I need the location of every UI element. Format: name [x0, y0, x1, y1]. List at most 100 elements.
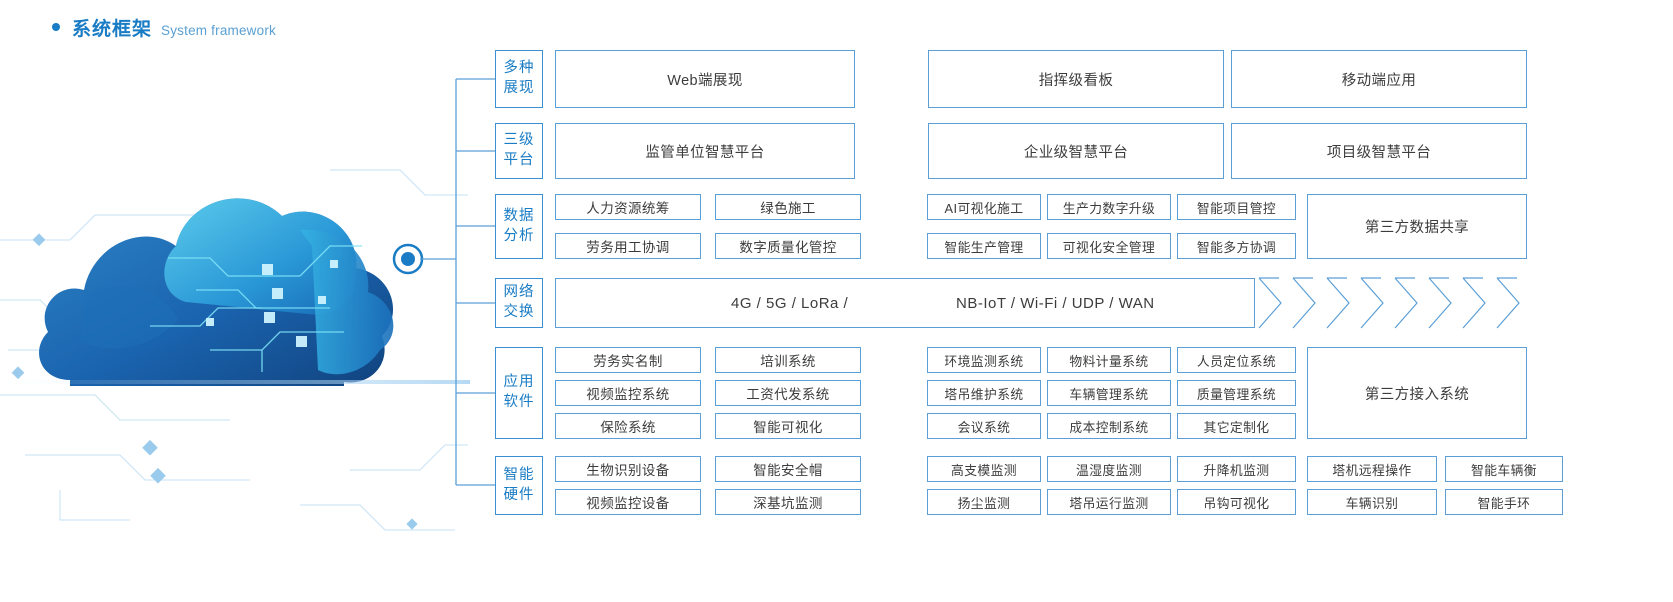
cell-tower-remote-operation[interactable]: 塔机远程操作: [1307, 456, 1437, 482]
cell-smart-wristband[interactable]: 智能手环: [1445, 489, 1563, 515]
cell-mobile-app[interactable]: 移动端应用: [1231, 50, 1527, 108]
cell-smart-project-control[interactable]: 智能项目管控: [1177, 194, 1296, 220]
cell-thirdparty-data-sharing[interactable]: 第三方数据共享: [1307, 194, 1527, 259]
page-title: 系统框架 System framework: [52, 14, 276, 41]
cell-enterprise-platform[interactable]: 企业级智慧平台: [928, 123, 1224, 179]
cell-smart-weighbridge[interactable]: 智能车辆衡: [1445, 456, 1563, 482]
row-label-line: 硬件: [503, 486, 535, 503]
cell-label: 项目级智慧平台: [1326, 144, 1432, 161]
cloud-illustration: [0, 50, 470, 590]
cell-vehicle-recognition[interactable]: 车辆识别: [1307, 489, 1437, 515]
cell-labor-coordination[interactable]: 劳务用工协调: [555, 233, 701, 259]
cell-label: 人员定位系统: [1196, 353, 1277, 369]
cell-label: 培训系统: [760, 354, 816, 369]
cell-other-customization[interactable]: 其它定制化: [1177, 413, 1296, 439]
cell-ai-visual-construction[interactable]: AI可视化施工: [927, 194, 1041, 220]
cell-label: 第三方数据共享: [1364, 220, 1470, 236]
cell-label: 车辆识别: [1345, 495, 1399, 511]
cell-green-construction[interactable]: 绿色施工: [715, 194, 861, 220]
cell-regulator-platform[interactable]: 监管单位智慧平台: [555, 123, 855, 179]
row-label-line: 交换: [503, 304, 535, 320]
cell-command-dashboard[interactable]: 指挥级看板: [928, 50, 1224, 108]
cell-label: 深基坑监测: [753, 496, 823, 511]
cell-label: 指挥级看板: [1038, 72, 1114, 89]
cell-personnel-positioning-system[interactable]: 人员定位系统: [1177, 347, 1296, 373]
cell-vehicle-management-system[interactable]: 车辆管理系统: [1047, 380, 1171, 406]
cell-label: 质量管理系统: [1196, 386, 1277, 402]
cell-training-system[interactable]: 培训系统: [715, 347, 861, 373]
cell-dust-monitoring[interactable]: 扬尘监测: [927, 489, 1041, 515]
cell-label: 其它定制化: [1203, 419, 1270, 435]
cell-cost-control-system[interactable]: 成本控制系统: [1047, 413, 1171, 439]
row-label-line: 展现: [503, 80, 535, 96]
cell-crane-maintenance-system[interactable]: 塔吊维护系统: [927, 380, 1041, 406]
cell-project-platform[interactable]: 项目级智慧平台: [1231, 123, 1527, 179]
cell-smart-visualization[interactable]: 智能可视化: [715, 413, 861, 439]
cell-label: 数字质量化管控: [739, 240, 837, 255]
cell-temp-humidity-monitoring[interactable]: 温湿度监测: [1047, 456, 1171, 482]
network-text-2: NB-IoT / Wi-Fi / UDP / WAN: [956, 294, 1155, 312]
row-label-line: 软件: [503, 394, 535, 410]
cell-thirdparty-access-system[interactable]: 第三方接入系统: [1307, 347, 1527, 439]
cell-label: 智能可视化: [753, 420, 823, 435]
cell-meeting-system[interactable]: 会议系统: [927, 413, 1041, 439]
row-label-line: 数据: [503, 207, 535, 224]
row-label-line: 多种: [503, 60, 535, 77]
cell-hoist-monitoring[interactable]: 升降机监测: [1177, 456, 1296, 482]
cell-label: 智能安全帽: [753, 463, 823, 478]
cell-label: 吊钩可视化: [1203, 495, 1270, 511]
cell-video-surveillance-device[interactable]: 视频监控设备: [555, 489, 701, 515]
cell-smart-helmet[interactable]: 智能安全帽: [715, 456, 861, 482]
cell-label: 视频监控设备: [586, 496, 670, 511]
cell-label: 保险系统: [600, 420, 656, 435]
row-label-line: 分析: [503, 227, 535, 244]
row-label-line: 智能: [503, 466, 535, 483]
cell-crane-operation-monitoring[interactable]: 塔吊运行监测: [1047, 489, 1171, 515]
cell-label: 成本控制系统: [1069, 419, 1149, 435]
cell-label: 智能多方协调: [1196, 239, 1277, 255]
cell-label: 环境监测系统: [944, 353, 1024, 369]
cell-label: 第三方接入系统: [1364, 386, 1470, 403]
cell-label: 可视化安全管理: [1062, 239, 1156, 255]
page-title-cn: 系统框架: [72, 19, 153, 40]
cell-label: 工资代发系统: [746, 387, 830, 402]
cell-label: 人力资源统筹: [586, 201, 670, 216]
row-label-platform: 三级 平台: [495, 123, 543, 179]
cell-visual-safety-mgmt[interactable]: 可视化安全管理: [1047, 233, 1171, 259]
cell-quality-management-system[interactable]: 质量管理系统: [1177, 380, 1296, 406]
cell-high-formwork-monitoring[interactable]: 高支模监测: [927, 456, 1041, 482]
cell-label: 会议系统: [957, 419, 1011, 435]
row-label-line: 三级: [503, 132, 535, 149]
network-protocol-bar[interactable]: 4G / 5G / LoRa / NB-IoT / Wi-Fi / UDP / …: [555, 278, 1255, 328]
cell-label: 车辆管理系统: [1069, 386, 1149, 402]
cell-web-display[interactable]: Web端展现: [555, 50, 855, 108]
row-label-smart-hardware: 智能 硬件: [495, 456, 543, 515]
row-label-line: 网络: [503, 284, 535, 301]
cell-deep-foundation-monitoring[interactable]: 深基坑监测: [715, 489, 861, 515]
cell-label: 监管单位智慧平台: [645, 144, 765, 161]
cell-label: 物料计量系统: [1069, 353, 1149, 369]
cloud-graphic-svg: [0, 169, 470, 531]
cell-environment-monitoring-system[interactable]: 环境监测系统: [927, 347, 1041, 373]
row-label-app-software: 应用 软件: [495, 347, 543, 439]
cell-label: 劳务实名制: [593, 354, 663, 369]
cell-biometric-device[interactable]: 生物识别设备: [555, 456, 701, 482]
network-text-1: 4G / 5G / LoRa /: [731, 294, 849, 312]
cell-label: 塔吊维护系统: [944, 386, 1024, 402]
cell-label: 升降机监测: [1203, 462, 1270, 478]
cell-label: 生产力数字升级: [1062, 200, 1156, 216]
cell-material-metering-system[interactable]: 物料计量系统: [1047, 347, 1171, 373]
cell-smart-production-mgmt[interactable]: 智能生产管理: [927, 233, 1041, 259]
cell-label: 智能项目管控: [1196, 200, 1277, 216]
cell-digital-quality-control[interactable]: 数字质量化管控: [715, 233, 861, 259]
cell-smart-multiparty-coord[interactable]: 智能多方协调: [1177, 233, 1296, 259]
row-label-line: 平台: [503, 152, 535, 168]
cell-hook-visualization[interactable]: 吊钩可视化: [1177, 489, 1296, 515]
cell-label: 塔吊运行监测: [1069, 495, 1149, 511]
cell-hr-coordination[interactable]: 人力资源统筹: [555, 194, 701, 220]
cell-productivity-upgrade[interactable]: 生产力数字升级: [1047, 194, 1171, 220]
cell-insurance-system[interactable]: 保险系统: [555, 413, 701, 439]
cell-labor-realname[interactable]: 劳务实名制: [555, 347, 701, 373]
cell-video-surveillance-system[interactable]: 视频监控系统: [555, 380, 701, 406]
cell-payroll-system[interactable]: 工资代发系统: [715, 380, 861, 406]
